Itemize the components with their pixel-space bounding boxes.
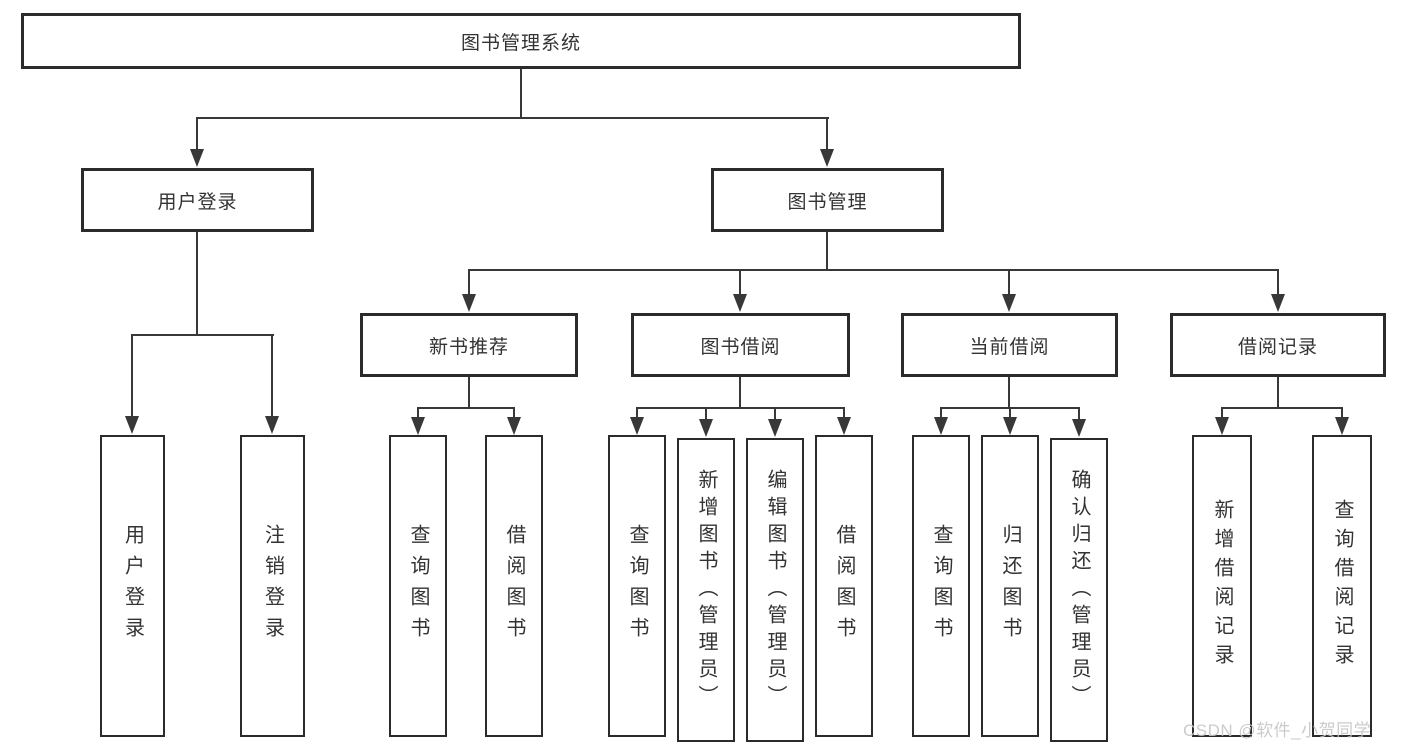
arrowhead-down-icon xyxy=(820,149,834,167)
connector-leaf-stem xyxy=(1078,407,1080,419)
leaf-add-borrow-record-label: 新增借阅记录 xyxy=(1211,499,1233,673)
leaf-query-borrow-record: 查询借阅记录 xyxy=(1312,435,1372,737)
leaf-add-borrow-record: 新增借阅记录 xyxy=(1192,435,1252,737)
arrowhead-down-icon xyxy=(837,417,851,435)
arrowhead-down-icon xyxy=(411,417,425,435)
node-book-mgmt: 图书管理 xyxy=(711,168,944,232)
leaf-query-books-a: 查询图书 xyxy=(389,435,447,737)
leaf-query-books-label: 查询图书 xyxy=(930,524,952,648)
leaf-borrow-books-label: 借阅图书 xyxy=(503,524,525,648)
connector-new-book-rec-stem xyxy=(468,377,470,409)
leaf-query-books-c: 查询图书 xyxy=(912,435,970,737)
connector-leaf-stem xyxy=(940,407,942,419)
leaf-borrow-books-label: 借阅图书 xyxy=(833,524,855,648)
node-current-borrow: 当前借阅 xyxy=(901,313,1118,377)
connector-book-borrow-bar xyxy=(636,407,845,409)
node-borrow-records-label: 借阅记录 xyxy=(1237,336,1318,358)
arrowhead-down-icon xyxy=(507,417,521,435)
connector-to-leaf-user-login xyxy=(131,334,133,417)
connector-to-current-borrow xyxy=(1008,269,1010,296)
node-library-system-label: 图书管理系统 xyxy=(460,32,581,54)
leaf-confirm-return-admin-label: 确认归还（管理员） xyxy=(1068,468,1090,712)
node-book-borrow: 图书借阅 xyxy=(631,313,850,377)
connector-to-user-login xyxy=(196,117,198,150)
connector-to-new-book-rec xyxy=(468,269,470,296)
connector-root-stem xyxy=(520,69,522,118)
leaf-user-login-label: 用户登录 xyxy=(121,524,144,648)
connector-current-borrow-stem xyxy=(1008,377,1010,409)
arrowhead-down-icon xyxy=(1335,417,1349,435)
connector-to-leaf-logout xyxy=(271,334,273,417)
connector-leaf-stem xyxy=(1009,407,1011,419)
node-book-borrow-label: 图书借阅 xyxy=(700,336,781,358)
connector-to-borrow-records xyxy=(1277,269,1279,296)
leaf-query-borrow-record-label: 查询借阅记录 xyxy=(1331,499,1353,673)
leaf-query-books-label: 查询图书 xyxy=(626,524,648,648)
leaf-edit-book-admin-label: 编辑图书（管理员） xyxy=(764,468,786,712)
connector-leaf-stem xyxy=(774,407,776,419)
connector-book-mgmt-bar xyxy=(468,269,1279,271)
arrowhead-down-icon xyxy=(1003,417,1017,435)
arrowhead-down-icon xyxy=(934,417,948,435)
arrowhead-down-icon xyxy=(630,417,644,435)
arrowhead-down-icon xyxy=(768,419,782,437)
leaf-user-login: 用户登录 xyxy=(100,435,165,737)
connector-user-login-bar xyxy=(131,334,274,336)
connector-new-book-rec-bar xyxy=(417,407,515,409)
arrowhead-down-icon xyxy=(462,294,476,312)
leaf-query-books-label: 查询图书 xyxy=(407,524,429,648)
arrowhead-down-icon xyxy=(190,149,204,167)
arrowhead-down-icon xyxy=(125,416,139,434)
leaf-return-book-label: 归还图书 xyxy=(999,524,1021,648)
leaf-logout: 注销登录 xyxy=(240,435,305,737)
arrowhead-down-icon xyxy=(1072,419,1086,437)
arrowhead-down-icon xyxy=(265,416,279,434)
connector-root-bar xyxy=(196,117,829,119)
node-new-book-rec: 新书推荐 xyxy=(360,313,578,377)
connector-leaf-stem xyxy=(417,407,419,419)
arrowhead-down-icon xyxy=(1215,417,1229,435)
leaf-return-book: 归还图书 xyxy=(981,435,1039,737)
connector-borrow-records-bar xyxy=(1221,407,1343,409)
connector-book-borrow-stem xyxy=(739,377,741,409)
connector-leaf-stem xyxy=(513,407,515,419)
connector-leaf-stem xyxy=(1221,407,1223,419)
connector-user-login-stem xyxy=(196,232,198,336)
connector-leaf-stem xyxy=(843,407,845,419)
node-current-borrow-label: 当前借阅 xyxy=(969,336,1050,358)
leaf-confirm-return-admin: 确认归还（管理员） xyxy=(1050,438,1108,742)
connector-leaf-stem xyxy=(1341,407,1343,419)
connector-leaf-stem xyxy=(636,407,638,419)
connector-to-book-mgmt xyxy=(826,117,828,150)
leaf-logout-label: 注销登录 xyxy=(261,524,284,648)
arrowhead-down-icon xyxy=(699,419,713,437)
connector-leaf-stem xyxy=(705,407,707,419)
leaf-add-book-admin-label: 新增图书（管理员） xyxy=(695,468,717,712)
node-new-book-rec-label: 新书推荐 xyxy=(428,336,509,358)
node-user-login: 用户登录 xyxy=(81,168,314,232)
connector-to-book-borrow xyxy=(739,269,741,296)
node-user-login-label: 用户登录 xyxy=(157,191,238,213)
node-library-system: 图书管理系统 xyxy=(21,13,1021,69)
leaf-add-book-admin: 新增图书（管理员） xyxy=(677,438,735,742)
node-borrow-records: 借阅记录 xyxy=(1170,313,1386,377)
arrowhead-down-icon xyxy=(1002,294,1016,312)
leaf-borrow-books-b: 借阅图书 xyxy=(815,435,873,737)
node-book-mgmt-label: 图书管理 xyxy=(787,191,868,213)
connector-book-mgmt-stem xyxy=(826,232,828,271)
leaf-borrow-books-a: 借阅图书 xyxy=(485,435,543,737)
connector-borrow-records-stem xyxy=(1277,377,1279,409)
leaf-query-books-b: 查询图书 xyxy=(608,435,666,737)
leaf-edit-book-admin: 编辑图书（管理员） xyxy=(746,438,804,742)
arrowhead-down-icon xyxy=(1271,294,1285,312)
csdn-watermark: CSDN @软件_小贺同学 xyxy=(1183,721,1372,740)
arrowhead-down-icon xyxy=(733,294,747,312)
